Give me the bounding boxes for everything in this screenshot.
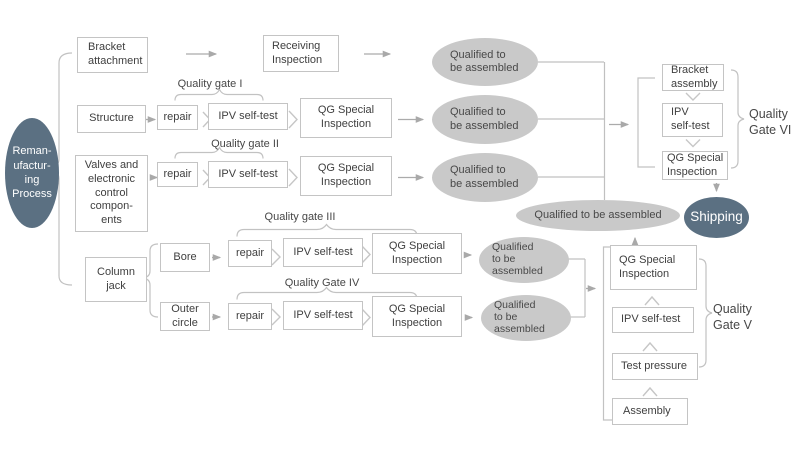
ipv-self-test-box-structure: IPV self-test bbox=[208, 103, 288, 130]
quality-gate-6-label: Quality Gate VI bbox=[749, 107, 792, 138]
assembly-box: Assembly bbox=[612, 398, 688, 425]
qualified-ellipse-3: Qualified to be assembled bbox=[432, 153, 538, 202]
bracket-attachment-box: Bracket attachment bbox=[77, 37, 148, 73]
flow-arrows bbox=[146, 50, 720, 321]
quality-gate-1-label: Quality gate I bbox=[177, 78, 243, 90]
qualified-ellipse-5: Qualified to be assembled bbox=[481, 295, 571, 341]
quality-gate-4-label: Quality Gate IV bbox=[284, 277, 360, 289]
qg-special-inspection-box-structure: QG Special Inspection bbox=[300, 98, 392, 138]
repair-box-valves: repair bbox=[157, 162, 198, 187]
valves-components-box: Valves and electronic control compon- en… bbox=[75, 155, 148, 232]
merge-lines bbox=[538, 61, 606, 318]
qualified-banner-ellipse: Qualified to be assembled bbox=[516, 200, 680, 231]
qualified-ellipse-4: Qualified to be assembled bbox=[479, 237, 569, 283]
bracket-assembly-box: Bracket assembly bbox=[662, 64, 724, 91]
repair-box-structure: repair bbox=[157, 105, 198, 130]
repair-box-outer-circle: repair bbox=[228, 303, 272, 330]
brace-gate3 bbox=[236, 223, 418, 237]
structure-box: Structure bbox=[77, 105, 146, 133]
column-jack-box: Column jack bbox=[85, 257, 147, 302]
repair-box-bore: repair bbox=[228, 240, 272, 267]
quality-gate-5-label: Quality Gate V bbox=[713, 302, 752, 333]
brace-gate2 bbox=[174, 146, 264, 159]
brace-gate6 bbox=[730, 69, 745, 169]
brace-gate4 bbox=[236, 286, 418, 300]
quality-gate-3-label: Quality gate III bbox=[264, 211, 336, 223]
ipv-self-test-box-valves: IPV self-test bbox=[208, 161, 288, 188]
ipv-self-test-box-gate5: IPV self-test bbox=[612, 307, 694, 333]
receiving-inspection-box: Receiving Inspection bbox=[263, 35, 339, 72]
qg-special-inspection-box-outer-circle: QG Special Inspection bbox=[372, 296, 462, 337]
brace-gate5 bbox=[698, 258, 713, 368]
brace-gate1 bbox=[174, 88, 264, 101]
ipv-self-test-box-bore: IPV self-test bbox=[283, 238, 363, 267]
ipv-self-test-box-outer-circle: IPV self-test bbox=[283, 301, 363, 330]
bore-box: Bore bbox=[160, 243, 210, 272]
qg-special-inspection-box-valves: QG Special Inspection bbox=[300, 156, 392, 196]
qualified-ellipse-2: Qualified to be assembled bbox=[432, 95, 538, 144]
stack-brackets bbox=[602, 77, 655, 421]
test-pressure-box: Test pressure bbox=[612, 353, 698, 380]
ipv-self-test-box-gate6: IPV self-test bbox=[662, 103, 723, 137]
qualified-ellipse-1: Qualified to be assembled bbox=[432, 38, 538, 86]
qg-special-inspection-box-gate6: QG Special Inspection bbox=[662, 151, 728, 180]
qg-special-inspection-box-gate5: QG Special Inspection bbox=[610, 245, 697, 290]
remanufacturing-process-node: Reman- ufactur- ing Process bbox=[5, 118, 59, 228]
quality-gate-2-label: Quality gate II bbox=[211, 138, 279, 150]
qg-special-inspection-box-bore: QG Special Inspection bbox=[372, 233, 462, 274]
outer-circle-box: Outer circle bbox=[160, 302, 210, 331]
shipping-node: Shipping bbox=[684, 197, 749, 238]
